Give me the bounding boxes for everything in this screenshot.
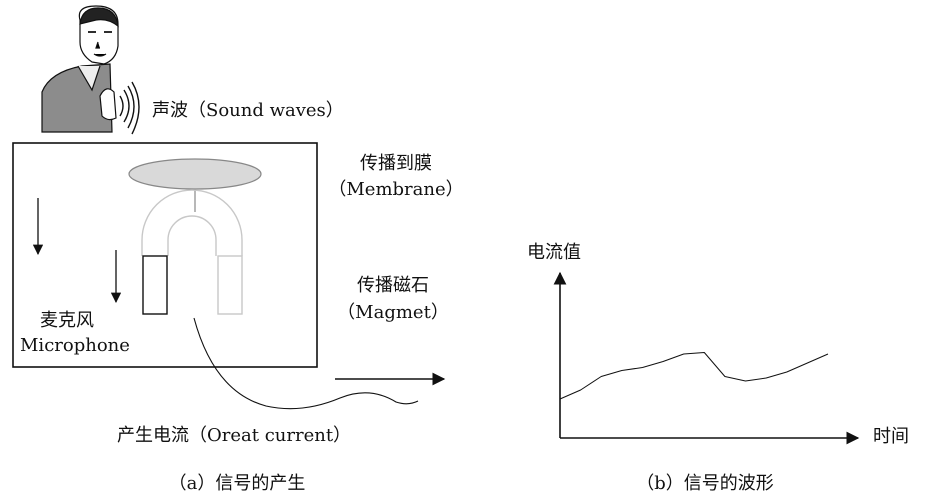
y-axis-label: 电流值 xyxy=(527,242,581,263)
microphone-label-en: Microphone xyxy=(20,335,130,356)
membrane-label-cn: 传播到膜 xyxy=(360,153,432,174)
signal-waveform-line xyxy=(559,352,829,400)
sound-waves-label: 声波（Sound waves） xyxy=(152,100,344,121)
microphone-box xyxy=(12,142,318,368)
membrane-label-en: （Membrane） xyxy=(328,179,464,200)
magnet-left-pole xyxy=(142,255,168,315)
signal-series xyxy=(559,352,829,400)
wire xyxy=(193,317,419,410)
sound-wave-arcs xyxy=(119,81,140,135)
magnet-label-en: （Magmet） xyxy=(337,302,449,323)
speaking-person-illustration xyxy=(41,5,119,133)
membrane-disc xyxy=(128,158,262,190)
x-axis-label: 时间 xyxy=(873,426,909,447)
microphone-label-cn: 麦克风 xyxy=(40,310,94,331)
current-label: 产生电流（Oreat current） xyxy=(117,425,352,446)
caption-a: （a）信号的产生 xyxy=(168,473,306,494)
magnet-label-cn: 传播磁石 xyxy=(357,275,429,296)
caption-b: （b）信号的波形 xyxy=(636,473,774,494)
horseshoe-magnet xyxy=(141,189,243,315)
